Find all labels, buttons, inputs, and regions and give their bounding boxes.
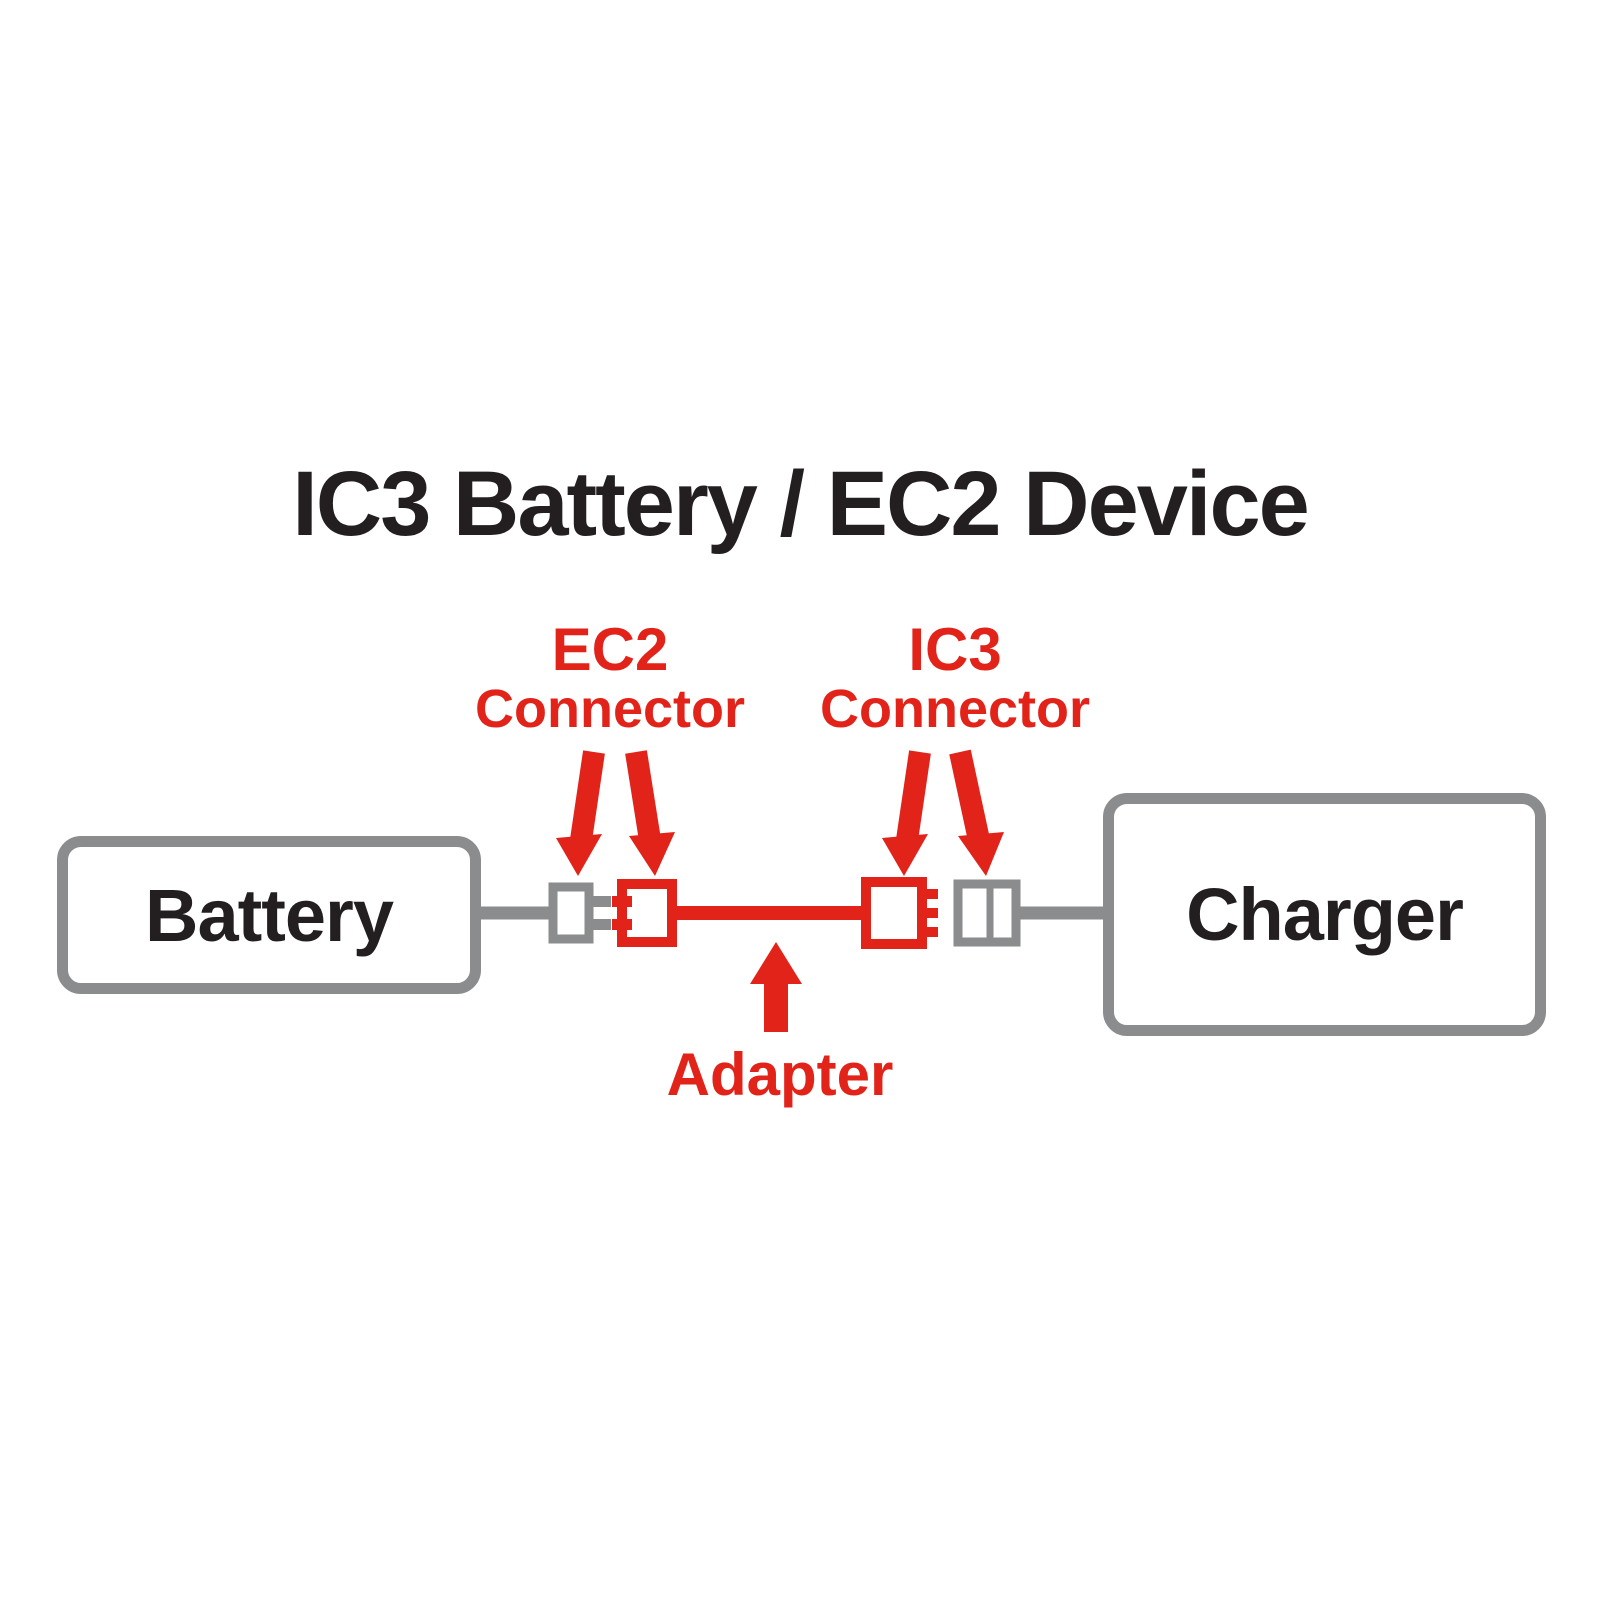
- ec2-arrow-right: [625, 750, 675, 876]
- ec2-plug-gray: [548, 882, 611, 944]
- ic3-arrow-left: [882, 750, 931, 876]
- charger-box: Charger: [1103, 793, 1546, 1036]
- ic3-connector-label: IC3 Connector: [775, 618, 1135, 738]
- ec2-connector-red: [612, 879, 677, 947]
- ic3-connector-red: [861, 877, 938, 949]
- ic3-plug-gray: [953, 879, 1021, 947]
- ic3-arrow-right: [949, 749, 1004, 876]
- ec2-connector-label: EC2 Connector: [430, 618, 790, 738]
- charger-label: Charger: [1186, 873, 1464, 956]
- ec2-label-line1: EC2: [551, 616, 669, 683]
- adapter-arrow-up: [750, 942, 802, 1032]
- battery-label: Battery: [145, 873, 394, 957]
- diagram-title: IC3 Battery / EC2 Device: [292, 453, 1310, 555]
- ec2-arrow-left: [556, 750, 605, 876]
- ic3-label-line2: Connector: [820, 679, 1090, 739]
- ic3-label-line1: IC3: [908, 616, 1002, 683]
- ec2-label-line2: Connector: [475, 679, 745, 739]
- battery-box: Battery: [57, 836, 481, 994]
- adapter-label: Adapter: [666, 1041, 894, 1108]
